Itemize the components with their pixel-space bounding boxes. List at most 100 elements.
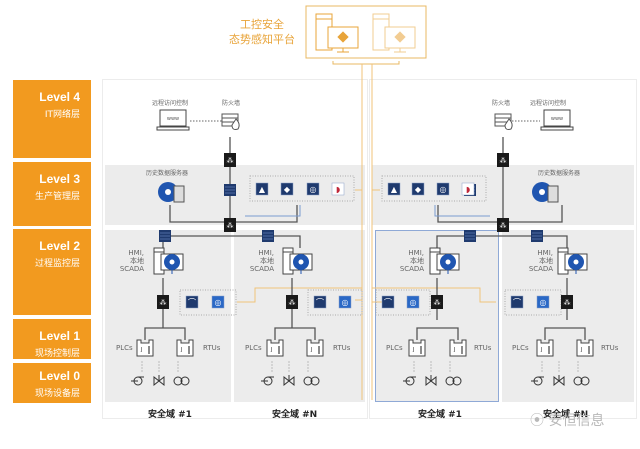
level-0-label: Level 0 [39, 369, 80, 383]
shield-icon: ◆ [280, 182, 294, 196]
platform-title-line1: 工控安全 [240, 18, 284, 31]
svg-text:◎: ◎ [342, 298, 349, 307]
level-0-bar: Level 0 现场设备层 [13, 363, 91, 403]
hmi-line2: 本地 [539, 257, 553, 265]
svg-text:⁂: ⁂ [434, 299, 441, 307]
left-zonen-plc-label: PLCs [245, 344, 262, 352]
history-server-icon [158, 182, 185, 203]
firewall-module-icon [224, 184, 236, 196]
svg-text:▲: ▲ [259, 185, 266, 194]
hmi-line1: HMI, [537, 249, 553, 257]
level-1-bar: Level 1 现场控制层 [13, 319, 91, 359]
audit-search-icon: ◎ [306, 182, 320, 196]
firewall-module-icon [262, 230, 274, 242]
platform-box [305, 5, 427, 65]
hmi-line2: 本地 [130, 257, 144, 265]
svg-text:⌒: ⌒ [188, 298, 196, 307]
svg-text:◆: ◆ [284, 185, 291, 194]
right-zonen-label: 安全域 #N [543, 410, 589, 420]
probe-search-icon: ◎ [536, 295, 550, 309]
pump-icon [261, 376, 274, 386]
platform-title-line2: 态势感知平台 [229, 33, 295, 46]
field-link-lines [413, 361, 451, 372]
security-box-outlines [179, 175, 562, 316]
switch-icon: ⁂ [157, 295, 169, 309]
hmi-line3: SCADA [399, 265, 424, 273]
svg-text:J: J [412, 347, 414, 353]
right-network-lines [416, 137, 586, 340]
hmi-line2: 本地 [260, 257, 274, 265]
switch-icon: ⁂ [224, 153, 236, 167]
right-zonen-plc-label: PLCs [512, 344, 529, 352]
rtu-icon: J [449, 339, 467, 357]
level-1-name: 现场控制层 [34, 349, 80, 359]
right-zonen-rtu-label: RTUs [601, 344, 619, 352]
plc-icon: J [136, 339, 154, 357]
scan-icon: ▲ [255, 182, 269, 196]
platform-server-icon-2 [372, 13, 416, 53]
svg-text:J: J [453, 347, 455, 353]
switch-icon: ⁂ [224, 218, 236, 232]
platform-links [237, 64, 496, 400]
svg-text:◗: ◗ [466, 185, 470, 194]
hmi-scada-icon [557, 247, 588, 275]
svg-text:⁂: ⁂ [227, 222, 234, 230]
platform-title: 工控安全 态势感知平台 [218, 17, 306, 47]
field-link-lines [541, 361, 579, 372]
switch-icon: ⁂ [286, 295, 298, 309]
right-zone1-rtu-label: RTUs [474, 344, 492, 352]
level-0-name: 现场设备层 [34, 389, 80, 399]
hmi-line1: HMI, [128, 249, 144, 257]
hmi-scada-icon [429, 247, 460, 275]
flow-meter-icon [303, 376, 320, 386]
svg-text:◎: ◎ [215, 298, 222, 307]
left-zone1-hmi-label: HMI, 本地 SCADA [118, 249, 144, 273]
blue-links [245, 205, 490, 217]
svg-text:⁂: ⁂ [289, 299, 296, 307]
svg-text:J: J [180, 347, 182, 353]
level-4-name: IT网络层 [44, 110, 80, 120]
field-link-lines [271, 361, 309, 372]
right-zone1-label: 安全域 #1 [418, 410, 462, 420]
wechat-icon: ⦿ [530, 413, 549, 429]
svg-text:⌒: ⌒ [316, 298, 324, 307]
svg-text:⁂: ⁂ [500, 222, 507, 230]
svg-text:www: www [551, 116, 563, 122]
probe-search-icon: ◎ [211, 295, 225, 309]
flow-meter-icon [173, 376, 190, 386]
firewall-module-icon [464, 230, 476, 242]
level-2-bar: Level 2 过程监控层 [13, 229, 91, 315]
monitor-wave-icon: ⌒ [185, 295, 199, 309]
svg-text:J: J [580, 347, 582, 353]
rtu-icon: J [576, 339, 594, 357]
svg-text:⌒: ⌒ [384, 298, 392, 307]
firewall-icon [221, 113, 240, 130]
hmi-line3: SCADA [249, 265, 274, 273]
svg-text:◆: ◆ [415, 185, 422, 194]
level-2-name: 过程监控层 [34, 259, 80, 269]
svg-text:www: www [167, 116, 179, 122]
svg-text:J: J [310, 347, 312, 353]
monitor-wave-icon: ⌒ [313, 295, 327, 309]
history-server-icon [532, 182, 559, 203]
level-4-bar: Level 4 IT网络层 [13, 80, 91, 158]
right-zonen-hmi-label: HMI, 本地 SCADA [527, 249, 553, 273]
firewall-icon [494, 113, 513, 130]
plc-icon: J [536, 339, 554, 357]
laptop-www-icon: www [156, 109, 190, 131]
watermark-text: 安恒信息 [548, 413, 605, 429]
left-zone1-label: 安全域 #1 [148, 410, 192, 420]
pump-icon [131, 376, 144, 386]
svg-text:◎: ◎ [540, 298, 547, 307]
hmi-scada-icon [153, 247, 184, 275]
left-history-server-label: 历史数据服务器 [146, 170, 189, 177]
audit-search-icon: ◎ [436, 182, 450, 196]
level-1-label: Level 1 [39, 329, 80, 343]
left-remote-access-label: 远程访问控制 [152, 100, 189, 107]
right-zone1-hmi-label: HMI, 本地 SCADA [398, 249, 424, 273]
level-3-label: Level 3 [39, 172, 80, 186]
plc-icon: J [408, 339, 426, 357]
flow-meter-icon [573, 376, 590, 386]
plc-icon: J [266, 339, 284, 357]
